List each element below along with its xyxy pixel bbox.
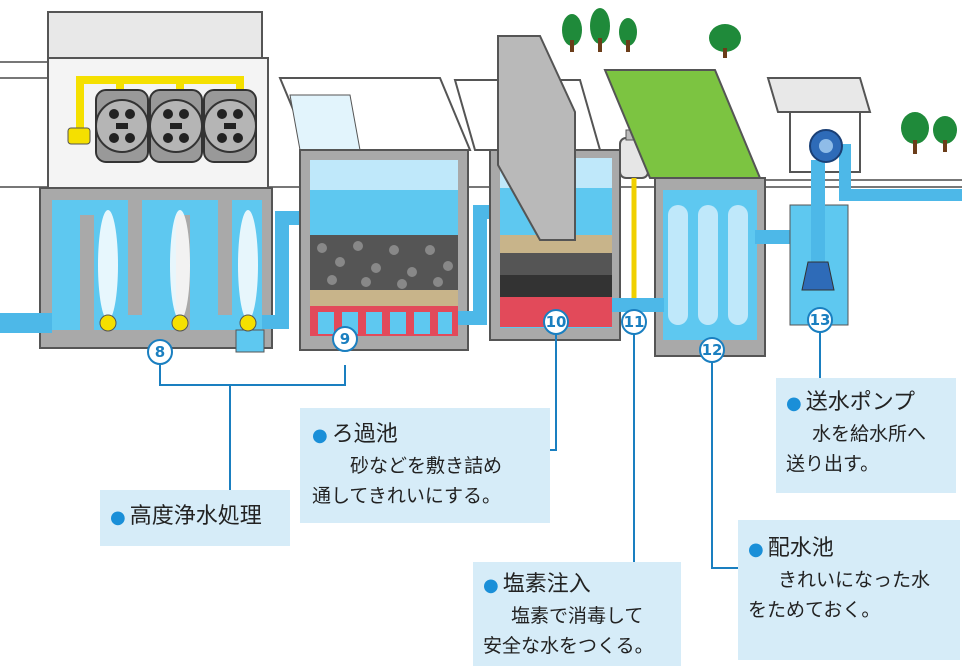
callout-advanced-treatment: 高度浄水処理	[100, 490, 290, 546]
callout-filter-basin: ろ過池 砂などを敷き詰め 通してきれいにする。	[300, 408, 550, 523]
ozone-bubbles	[98, 210, 258, 320]
callout-reservoir-line2: をためておく。	[748, 599, 881, 621]
svg-text:10: 10	[546, 313, 567, 331]
stage-marker-13: 13	[807, 307, 833, 333]
second-filter	[453, 35, 621, 341]
callout-reservoir-title: 配水池	[748, 534, 960, 565]
stage-marker-12: 12	[699, 337, 725, 363]
callout-pump-title: 送水ポンプ	[786, 388, 956, 419]
callout-filter-title: ろ過池	[312, 420, 550, 451]
filter-basin	[278, 77, 472, 351]
ozone-generator-icon	[67, 76, 257, 163]
pump-motor-icon	[809, 129, 843, 163]
stage-markers: 8 9 10 11 12 13	[147, 307, 833, 365]
stage-marker-11: 11	[621, 309, 647, 335]
svg-text:13: 13	[810, 311, 831, 329]
callout-chlorine-title: 塩素注入	[483, 570, 681, 601]
callout-pump-line2: 送り出す。	[786, 453, 880, 475]
callout-filter-line1: 砂などを敷き詰め	[350, 455, 503, 477]
distribution-reservoir	[603, 69, 766, 357]
callout-chlorine-line1: 塩素で消毒して	[511, 605, 644, 627]
callout-advanced-title: 高度浄水処理	[110, 502, 290, 533]
callout-reservoir-line1: きれいになった水	[778, 569, 931, 591]
stage-marker-8: 8	[147, 339, 173, 365]
callout-pump: 送水ポンプ 水を給水所へ 送り出す。	[776, 378, 956, 493]
stage-marker-9: 9	[332, 326, 358, 352]
svg-text:11: 11	[624, 313, 645, 331]
callout-reservoir: 配水池 きれいになった水 をためておく。	[738, 520, 960, 660]
callout-pump-line1: 水を給水所へ	[812, 423, 927, 445]
pump-station	[766, 77, 962, 326]
callout-chlorine-line2: 安全な水をつくる。	[483, 635, 654, 657]
tree-icon	[562, 8, 957, 154]
stage-marker-10: 10	[543, 309, 569, 335]
callout-filter-line2: 通してきれいにする。	[312, 485, 502, 507]
callout-chlorine: 塩素注入 塩素で消毒して 安全な水をつくる。	[473, 562, 681, 666]
svg-text:8: 8	[155, 343, 165, 361]
svg-text:9: 9	[340, 330, 350, 348]
advanced-treatment-tank	[0, 11, 273, 353]
pipe-8-to-9	[262, 211, 312, 329]
svg-text:12: 12	[702, 341, 723, 359]
